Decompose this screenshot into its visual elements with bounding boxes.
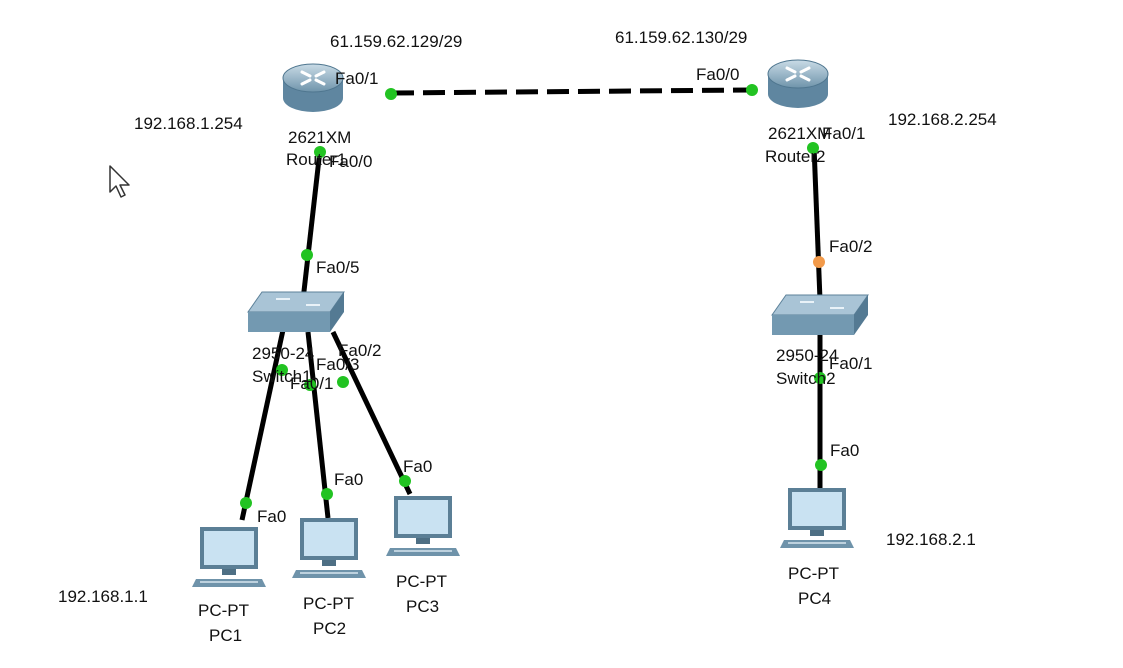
port-up-icon (385, 88, 397, 100)
port-label-r1-fa00: Fa0/0 (329, 152, 373, 171)
pc4-name-label: PC4 (798, 589, 832, 608)
switch1-name-label: Switch1 (252, 367, 312, 386)
port-up-icon (304, 379, 316, 391)
port-label-s2-fa02: Fa0/2 (829, 237, 873, 256)
router1-wan-address: 61.159.62.129/29 (330, 32, 463, 51)
port-up-icon (399, 475, 411, 487)
pc-icon (192, 527, 266, 587)
switch2[interactable] (770, 293, 870, 341)
pc1[interactable] (192, 525, 268, 591)
port-up-icon (314, 146, 326, 158)
port-up-icon (814, 372, 826, 384)
port-label-s1-fa01: Fa0/1 (290, 374, 334, 393)
router2-name-label: Router2 (765, 147, 826, 166)
pc2[interactable] (292, 516, 368, 582)
port-label-pc2-fa0: Fa0 (334, 470, 364, 489)
router1-lan-address: 192.168.1.254 (134, 114, 243, 133)
port-up-icon (815, 459, 827, 471)
pc4[interactable] (780, 486, 856, 552)
switch1[interactable] (246, 290, 346, 338)
router1-model-label: 2621XM (288, 128, 352, 147)
pc4-model-label: PC-PT (788, 564, 839, 583)
link-switch1-pc3[interactable] (330, 330, 413, 496)
pc2-name-label: PC2 (313, 619, 347, 638)
pc3-name-label: PC3 (406, 597, 440, 616)
port-up-icon (807, 142, 819, 154)
port-label-r1-fa01: Fa0/1 (335, 69, 379, 88)
switch-icon (771, 294, 869, 335)
port-up-icon (301, 249, 313, 261)
port-label-s2-fa01: Fa0/1 (829, 354, 873, 373)
switch2-model-label: 2950-24 (776, 346, 839, 365)
pc1-model-label: PC-PT (198, 601, 249, 620)
pc1-address: 192.168.1.1 (58, 587, 148, 606)
link-router1-router2[interactable] (391, 87, 753, 96)
port-label-pc1-fa0: Fa0 (257, 507, 287, 526)
router2[interactable] (765, 56, 831, 114)
pc2-model-label: PC-PT (303, 594, 354, 613)
port-label-r2-fa01: Fa0/1 (822, 124, 866, 143)
port-label-r2-fa00: Fa0/0 (696, 65, 740, 84)
router1-name-label: Router1 (286, 150, 347, 169)
mouse-pointer-icon (109, 165, 130, 198)
pc-icon (292, 518, 366, 578)
link-router2-switch2[interactable] (811, 145, 823, 301)
pc-icon (386, 496, 460, 556)
port-up-icon (337, 376, 349, 388)
link-router1-switch1[interactable] (300, 149, 323, 301)
router2-wan-address: 61.159.62.130/29 (615, 28, 748, 47)
port-up-icon (276, 364, 288, 376)
link-switch1-pc2[interactable] (305, 331, 331, 519)
pc-icon (780, 488, 854, 548)
port-label-s1-fa03: Fa0/3 (316, 355, 360, 374)
pc3[interactable] (386, 494, 462, 560)
router1[interactable] (280, 60, 346, 118)
port-pending-icon (813, 256, 825, 268)
switch2-name-label: Switch2 (776, 369, 836, 388)
port-label-pc4-fa0: Fa0 (830, 441, 860, 460)
pc3-model-label: PC-PT (396, 572, 447, 591)
port-label-pc3-fa0: Fa0 (403, 457, 433, 476)
router-icon (282, 63, 344, 112)
port-up-icon (321, 488, 333, 500)
port-up-icon (746, 84, 758, 96)
router2-model-label: 2621XM (768, 124, 832, 143)
router-icon (767, 59, 829, 108)
switch1-model-label: 2950-24 (252, 344, 315, 363)
switch-icon (247, 291, 345, 332)
port-label-s1-fa02: Fa0/2 (338, 341, 382, 360)
pc4-address: 192.168.2.1 (886, 530, 976, 549)
pc1-name-label: PC1 (209, 626, 243, 645)
port-label-s1-fa05: Fa0/5 (316, 258, 360, 277)
router2-lan-address: 192.168.2.254 (888, 110, 997, 129)
link-switch1-pc1[interactable] (239, 329, 286, 521)
port-up-icon (240, 497, 252, 509)
